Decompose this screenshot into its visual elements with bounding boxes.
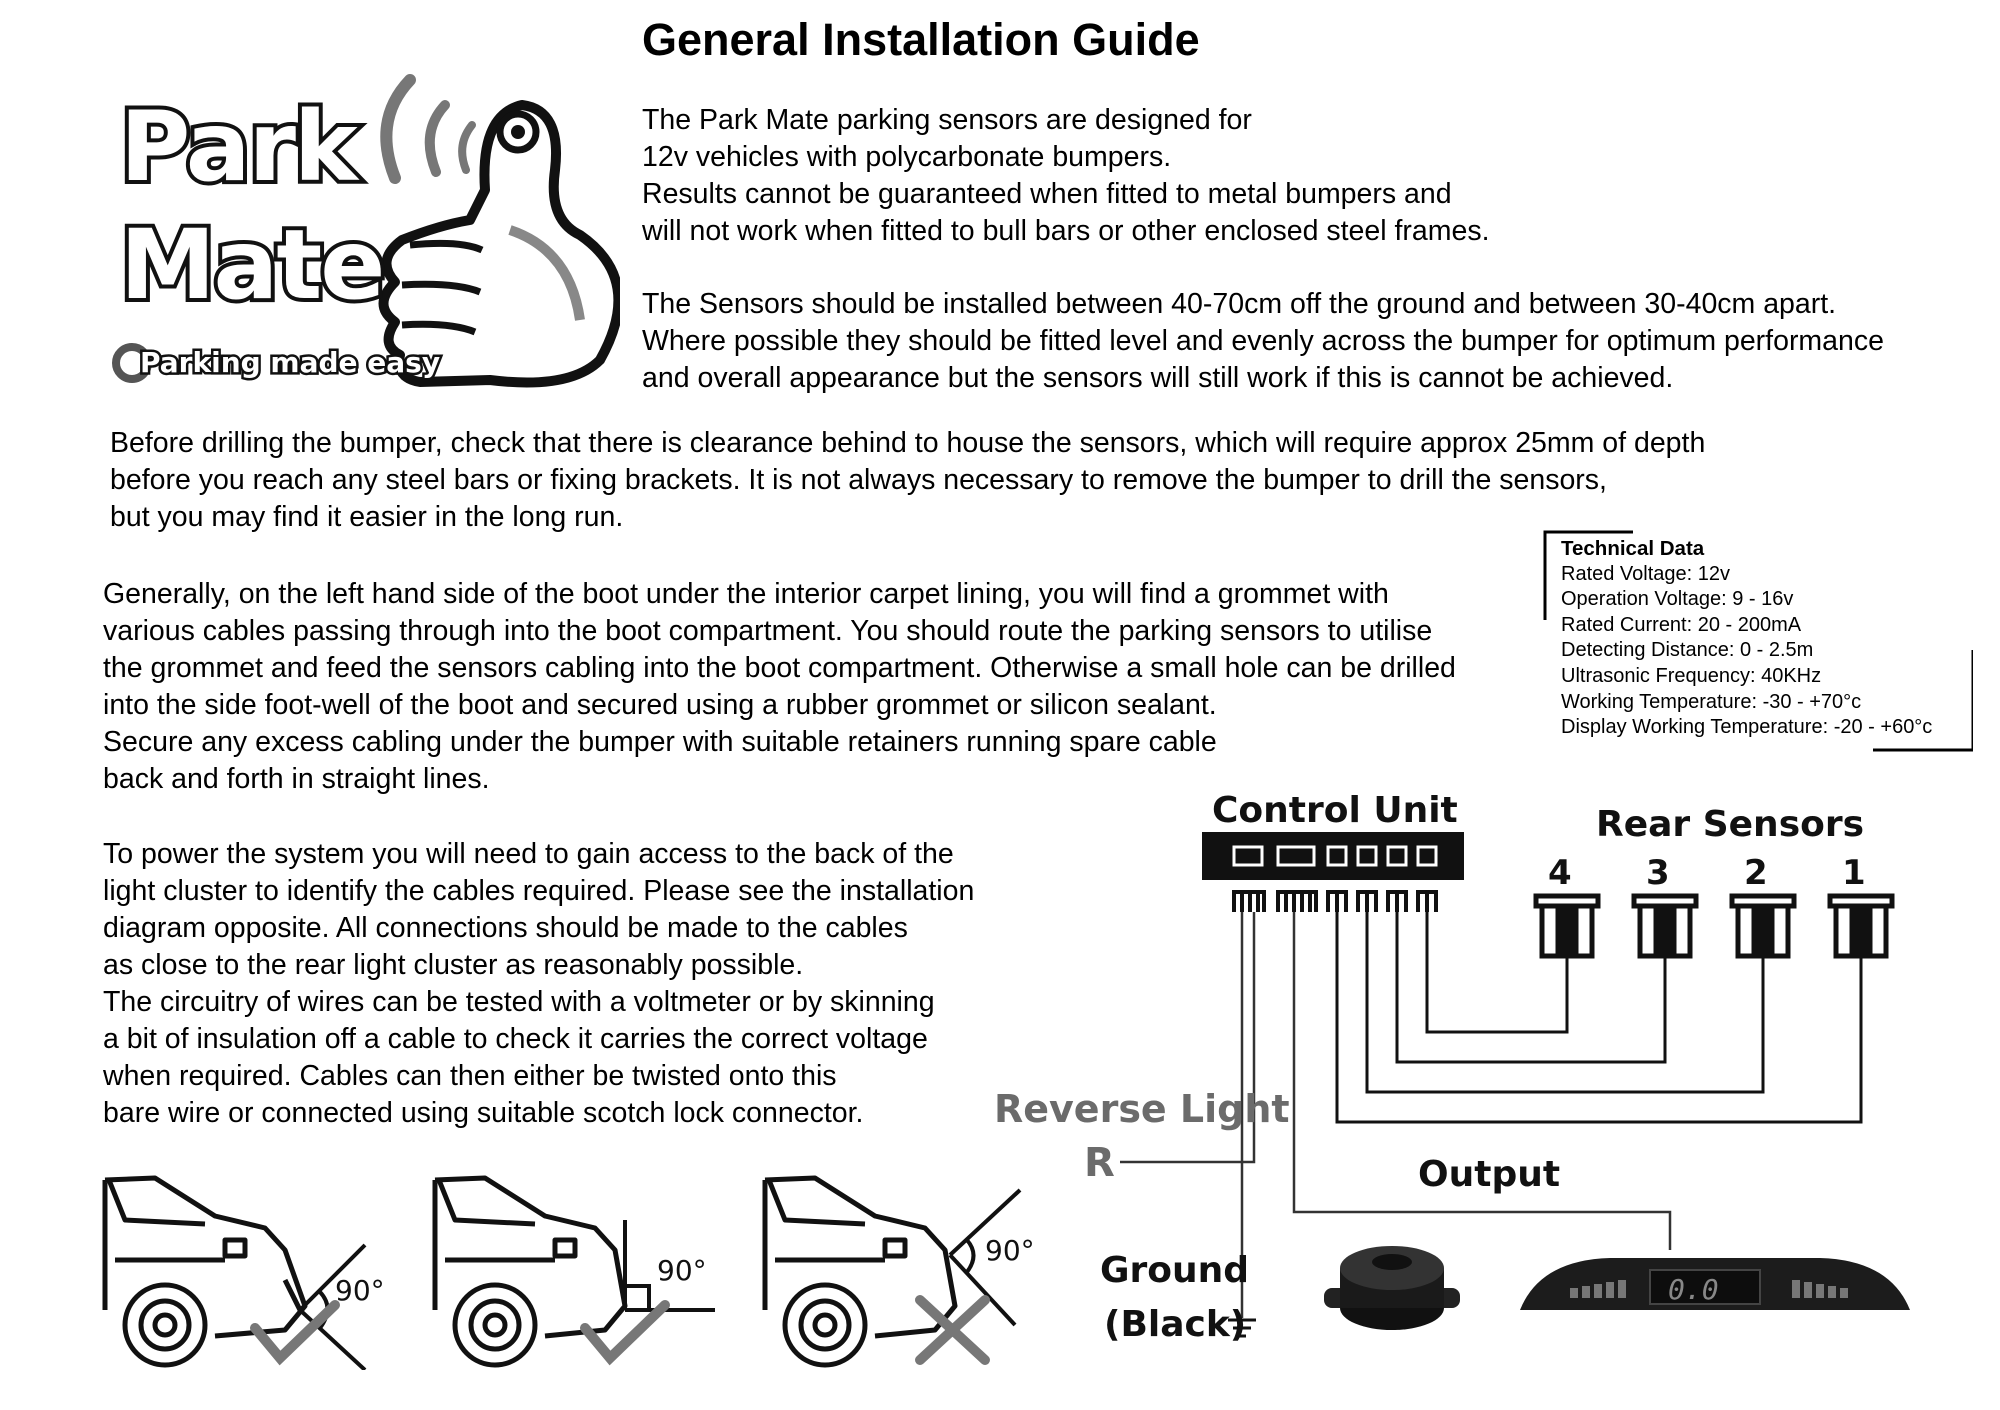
power-line: diagram opposite. All connections should…	[103, 912, 908, 944]
technical-data-box: Technical Data Rated Voltage: 12v Operat…	[1543, 530, 1973, 752]
angle-label-3: 90°	[985, 1234, 1035, 1267]
intro-line: will not work when fitted to bull bars o…	[642, 215, 1490, 247]
control-unit-ports	[1232, 845, 1438, 867]
sensor-1	[1827, 893, 1895, 959]
power-line: as close to the rear light cluster as re…	[103, 949, 804, 981]
cable-connectors	[1232, 890, 1438, 912]
page-title: General Installation Guide	[642, 14, 1200, 65]
spec-operation-voltage: Operation Voltage: 9 - 16v	[1561, 588, 1794, 611]
power-line: light cluster to identify the cables req…	[103, 875, 975, 907]
drilling-line: but you may find it easier in the long r…	[110, 501, 624, 533]
park-mate-logo: Park Mate Parking made easy	[112, 74, 620, 388]
drilling-line: Before drilling the bumper, check that t…	[110, 427, 1706, 459]
technical-data-brackets	[1543, 530, 1973, 752]
placement-line: and overall appearance but the sensors w…	[642, 362, 1674, 394]
spec-rated-current: Rated Current: 20 - 200mA	[1561, 613, 1802, 636]
routing-line: into the side foot-well of the boot and …	[103, 689, 1217, 721]
logo-tagline: Parking made easy	[140, 346, 440, 379]
routing-line: Secure any excess cabling under the bump…	[103, 726, 1217, 758]
power-line: a bit of insulation off a cable to check…	[103, 1023, 928, 1055]
angle-label-1: 90°	[335, 1274, 385, 1307]
power-line: bare wire or connected using suitable sc…	[103, 1097, 864, 1129]
reverse-letter-label: R	[1084, 1140, 1115, 1186]
angle-guide-incorrect	[948, 1188, 1022, 1327]
spec-detecting-distance: Detecting Distance: 0 - 2.5m	[1561, 639, 1814, 662]
sensor-2	[1729, 893, 1797, 959]
car-illustration-correct-2	[432, 1175, 628, 1368]
sensor-angle-illustrations: 90° 90° 90°	[102, 1175, 1035, 1370]
spec-display-temperature: Display Working Temperature: -20 - +60°c	[1561, 716, 1933, 739]
placement-line: The Sensors should be installed between …	[642, 288, 1837, 320]
power-line: The circuitry of wires can be tested wit…	[103, 986, 935, 1018]
ground-label: Ground	[1100, 1250, 1249, 1291]
power-line: To power the system you will need to gai…	[103, 838, 954, 870]
routing-line: back and forth in straight lines.	[103, 763, 490, 795]
routing-paragraph: Generally, on the left hand side of the …	[103, 576, 1456, 798]
angle-guide-correct-2	[623, 1220, 715, 1312]
intro-line: 12v vehicles with polycarbonate bumpers.	[642, 141, 1172, 173]
technical-data-heading: Technical Data	[1561, 537, 1705, 560]
control-unit-box	[1202, 832, 1464, 880]
spec-working-temperature: Working Temperature: -30 - +70°c	[1561, 690, 1862, 713]
display-unit	[1520, 1258, 1910, 1310]
logo-text-mate: Mate	[120, 209, 383, 321]
intro-line: Results cannot be guaranteed when fitted…	[642, 178, 1452, 210]
routing-line: various cables passing through into the …	[103, 615, 1433, 647]
power-line: when required. Cables can then either be…	[103, 1060, 837, 1092]
car-illustration-incorrect	[762, 1175, 958, 1368]
spec-rated-voltage: Rated Voltage: 12v	[1561, 562, 1731, 585]
drilling-paragraph: Before drilling the bumper, check that t…	[110, 425, 1705, 536]
rear-sensors	[1533, 893, 1895, 959]
rear-sensors-label: Rear Sensors	[1596, 804, 1864, 845]
check-mark-icon	[250, 1300, 340, 1366]
sensor-wires	[1335, 912, 1863, 1124]
intro-line: The Park Mate parking sensors are design…	[642, 104, 1252, 136]
routing-line: Generally, on the left hand side of the …	[103, 578, 1389, 610]
control-unit-label: Control Unit	[1212, 790, 1458, 831]
display-readout: 0.0	[1668, 1273, 1719, 1306]
ground-symbol	[1228, 1318, 1256, 1338]
reverse-light-label: Reverse Light	[994, 1087, 1290, 1131]
sensor-number-2: 2	[1744, 853, 1768, 893]
power-paragraph: To power the system you will need to gai…	[103, 836, 974, 1132]
intro-paragraph: The Park Mate parking sensors are design…	[642, 102, 1490, 250]
ground-black-label: (Black)	[1104, 1304, 1246, 1345]
buzzer-icon	[1324, 1246, 1460, 1330]
placement-paragraph: The Sensors should be installed between …	[642, 286, 1884, 397]
sensor-number-3: 3	[1646, 853, 1670, 893]
placement-line: Where possible they should be fitted lev…	[642, 325, 1884, 357]
car-illustration-correct-1	[102, 1175, 308, 1368]
routing-line: the grommet and feed the sensors cabling…	[103, 652, 1456, 684]
drilling-line: before you reach any steel bars or fixin…	[110, 464, 1607, 496]
output-label: Output	[1418, 1154, 1560, 1195]
check-mark-icon	[580, 1300, 670, 1366]
sensor-number-1: 1	[1842, 853, 1866, 893]
spec-ultrasonic-frequency: Ultrasonic Frequency: 40KHz	[1561, 664, 1822, 687]
sensor-3	[1631, 893, 1699, 959]
sensor-number-4: 4	[1548, 853, 1572, 893]
power-wires	[1120, 912, 1672, 1318]
angle-label-2: 90°	[657, 1254, 707, 1287]
cross-mark-icon	[915, 1295, 990, 1365]
sensor-4	[1533, 893, 1601, 959]
logo-text-park: Park	[120, 91, 360, 203]
wiring-diagram: Control Unit Rear Sensors 4 3 2 1	[994, 790, 1910, 1345]
